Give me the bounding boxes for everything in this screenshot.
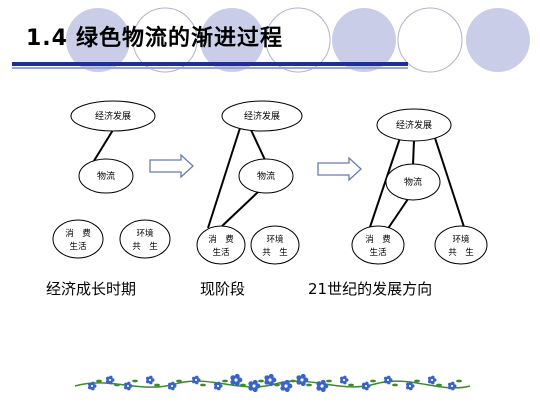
stage1-economy-node [70, 100, 156, 132]
stage1-logistics-node [78, 158, 134, 194]
leaf-icon [414, 379, 420, 383]
stage1-environment-label-1: 环境 [136, 228, 154, 239]
stage2-consumption-label-1: 消 费 [208, 234, 234, 245]
stage2-diagram: 经济发展 物流 消 费 生活 环境 共 生 [196, 100, 303, 265]
flower-icon [406, 381, 415, 391]
stage2-consumption-node [196, 225, 246, 265]
flower-icon [106, 375, 115, 385]
stage2-economy-node [221, 100, 303, 132]
flower-icon [192, 375, 201, 385]
stage2-environment-label-1: 环境 [266, 234, 284, 245]
stage1-caption: 经济成长时期 [46, 280, 137, 298]
flower-icon [316, 379, 329, 393]
flower-icon [168, 381, 177, 391]
flower-icon [384, 375, 393, 385]
stage2-connector [219, 191, 259, 229]
deco-circle [200, 8, 264, 72]
deco-circle [466, 8, 530, 72]
stage1-diagram: 经济发展 物流 消 费 生活 环境 共 生 [52, 100, 171, 259]
flower-icon [248, 379, 261, 393]
leaf-icon [258, 379, 264, 383]
stage2-connector [207, 127, 241, 229]
flower-icon [124, 381, 133, 391]
leaf-icon [274, 383, 280, 387]
stage3-environment-label-2: 共 生 [448, 247, 474, 258]
flower-icon [448, 381, 457, 391]
stage3-connector [368, 137, 401, 231]
stage1-consumption-label-2: 生活 [69, 241, 87, 252]
stage2-logistics-label: 物流 [257, 170, 275, 182]
leaf-icon [154, 383, 160, 387]
stage3-environment-node [434, 225, 488, 265]
flower-icon [146, 375, 155, 385]
stage3-diagram: 经济发展 物流 消 费 生活 环境 共 生 [351, 108, 488, 265]
stage2-logistics-node [238, 158, 294, 194]
stage1-economy-label: 经济发展 [95, 110, 131, 122]
section-number: 1.4 [26, 26, 68, 51]
leaf-icon [176, 379, 182, 383]
title-underline [12, 62, 408, 66]
flower-icon [230, 373, 243, 387]
deco-circle [332, 8, 396, 72]
stage2-environment-node [250, 225, 300, 265]
stage3-connector [386, 198, 409, 231]
title-text: 绿色物流的渐进过程 [75, 26, 283, 51]
stage3-logistics-node [385, 163, 441, 201]
stage2-environment-label-2: 共 生 [262, 247, 288, 258]
stage3-consumption-node [351, 225, 405, 265]
stage1-environment-node [119, 219, 171, 259]
title-underline-thin [12, 67, 408, 69]
leaf-icon [456, 379, 462, 383]
flower-icon [280, 379, 293, 393]
leaf-icon [392, 383, 398, 387]
stage2-connector [250, 129, 267, 163]
stage-arrow-1 [149, 153, 194, 179]
deco-circle [265, 7, 331, 73]
stage3-connector [434, 137, 466, 231]
stage-arrow-2 [317, 156, 362, 182]
stage3-consumption-label-2: 生活 [369, 247, 387, 258]
flower-icon [296, 373, 309, 387]
deco-circle [132, 7, 198, 73]
leaf-icon [96, 379, 102, 383]
flower-icon [340, 375, 349, 385]
decorative-circles [66, 7, 530, 73]
stage3-economy-label: 经济发展 [396, 119, 432, 131]
flower-icon [362, 381, 371, 391]
deco-circle [397, 7, 463, 73]
stage3-caption: 21世纪的发展方向 [308, 280, 433, 298]
flower-icon [264, 373, 277, 387]
stage1-consumption-node [52, 219, 104, 259]
stage1-environment-label-2: 共 生 [132, 241, 158, 252]
leaf-icon [200, 383, 206, 387]
leaf-icon [290, 379, 296, 383]
leaf-icon [222, 379, 228, 383]
stages-diagram: 经济发展 物流 消 费 生活 环境 共 生 经济发展 物流 消 费 生活 环境 … [52, 100, 488, 265]
stage3-logistics-label: 物流 [404, 176, 422, 188]
stage1-connector [91, 129, 114, 165]
leaf-icon [326, 379, 332, 383]
leaf-icon [436, 383, 442, 387]
stage2-economy-label: 经济发展 [244, 110, 280, 122]
stage3-connector [412, 139, 415, 166]
flower-vine-decoration [74, 373, 471, 393]
leaf-icon [306, 383, 312, 387]
leaf-icon [240, 383, 246, 387]
leaf-icon [114, 383, 120, 387]
stage1-consumption-label-1: 消 费 [65, 228, 91, 239]
deco-circle [66, 8, 130, 72]
leaf-icon [370, 379, 376, 383]
flower-icon [428, 375, 437, 385]
stage2-consumption-label-2: 生活 [212, 247, 230, 258]
stage3-economy-node [376, 108, 452, 142]
flower-icon [88, 381, 97, 391]
flower-icon [214, 381, 223, 391]
stage2-caption: 现阶段 [200, 280, 246, 298]
stage1-logistics-label: 物流 [97, 170, 115, 182]
page-title: 1.4 绿色物流的渐进过程 [26, 20, 283, 52]
stage3-environment-label-1: 环境 [452, 234, 470, 245]
leaf-icon [132, 379, 138, 383]
stage3-consumption-label-1: 消 费 [365, 234, 391, 245]
leaf-icon [348, 383, 354, 387]
